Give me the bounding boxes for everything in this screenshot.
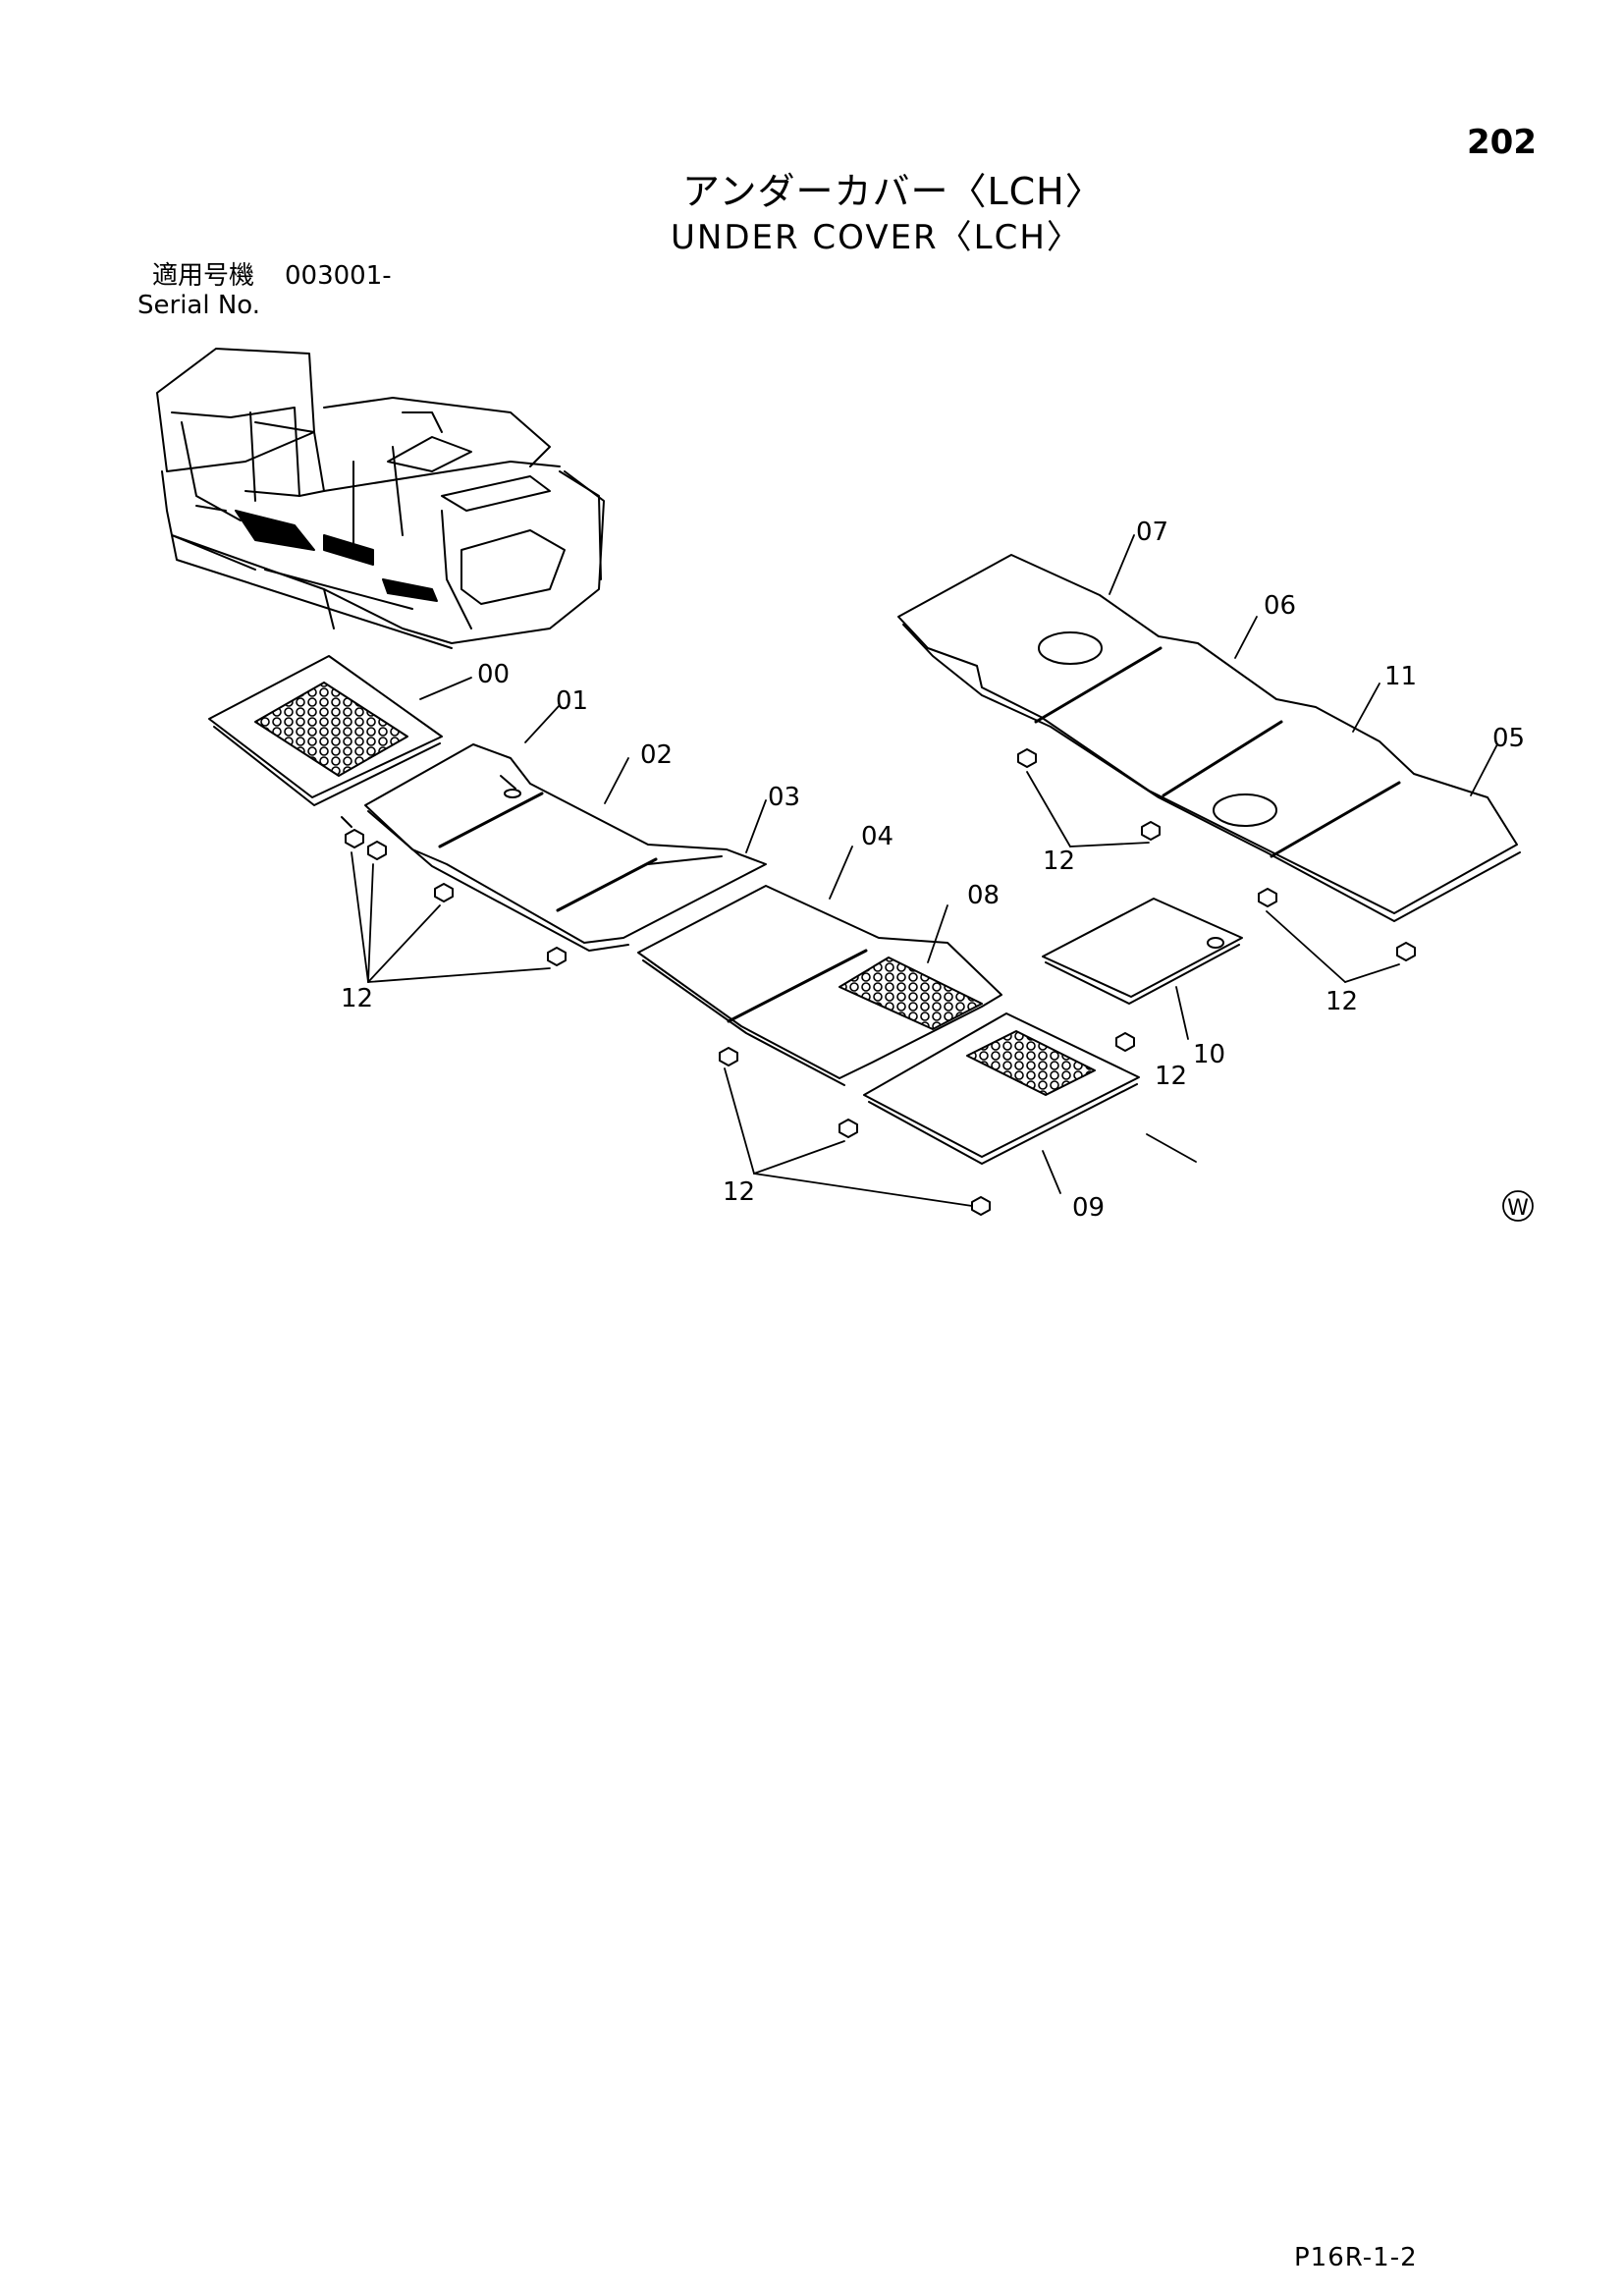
serial-label-jp: 適用号機 (152, 261, 255, 291)
w-mark-letter: W (1507, 1196, 1529, 1221)
label-06: 06 (1264, 591, 1296, 621)
label-01: 01 (556, 686, 588, 716)
serial-value: 003001- (285, 261, 392, 291)
label-02: 02 (640, 740, 673, 770)
label-12-right: 12 (1325, 987, 1358, 1016)
page-title-en: UNDER COVER〈LCH〉 (671, 218, 1082, 257)
part-labels: 00 01 02 03 04 08 07 06 11 05 10 09 12 1… (341, 518, 1525, 1223)
label-09: 09 (1072, 1193, 1105, 1223)
page-number: 202 (1467, 123, 1537, 162)
excavator-overview-illustration (156, 348, 605, 649)
w-mark-icon: W (1502, 1190, 1534, 1222)
label-07: 07 (1136, 518, 1168, 547)
cover-09 (863, 1012, 1140, 1165)
label-04: 04 (861, 822, 893, 851)
serial-label-en: Serial No. (137, 291, 260, 320)
cover-01-02-03 (364, 743, 767, 952)
label-08: 08 (967, 881, 1000, 910)
label-12-center: 12 (723, 1177, 755, 1207)
cover-10 (1042, 898, 1243, 1005)
label-05: 05 (1492, 724, 1525, 753)
page-title-jp: アンダーカバー〈LCH〉 (682, 170, 1104, 213)
label-12-upper: 12 (1043, 847, 1075, 876)
bolt-icon (345, 748, 1416, 1216)
leader-lines (351, 534, 1498, 1207)
label-03: 03 (768, 783, 800, 812)
label-11: 11 (1384, 662, 1417, 691)
cover-00 (208, 655, 443, 828)
footer-page-code: P16R-1-2 (1294, 2243, 1418, 2272)
label-00: 00 (477, 660, 510, 689)
label-12-left: 12 (341, 984, 373, 1013)
label-12-mid: 12 (1155, 1062, 1187, 1091)
label-10: 10 (1193, 1040, 1225, 1069)
cover-05-06-07-11 (897, 554, 1521, 922)
cover-04-08 (637, 885, 1002, 1086)
